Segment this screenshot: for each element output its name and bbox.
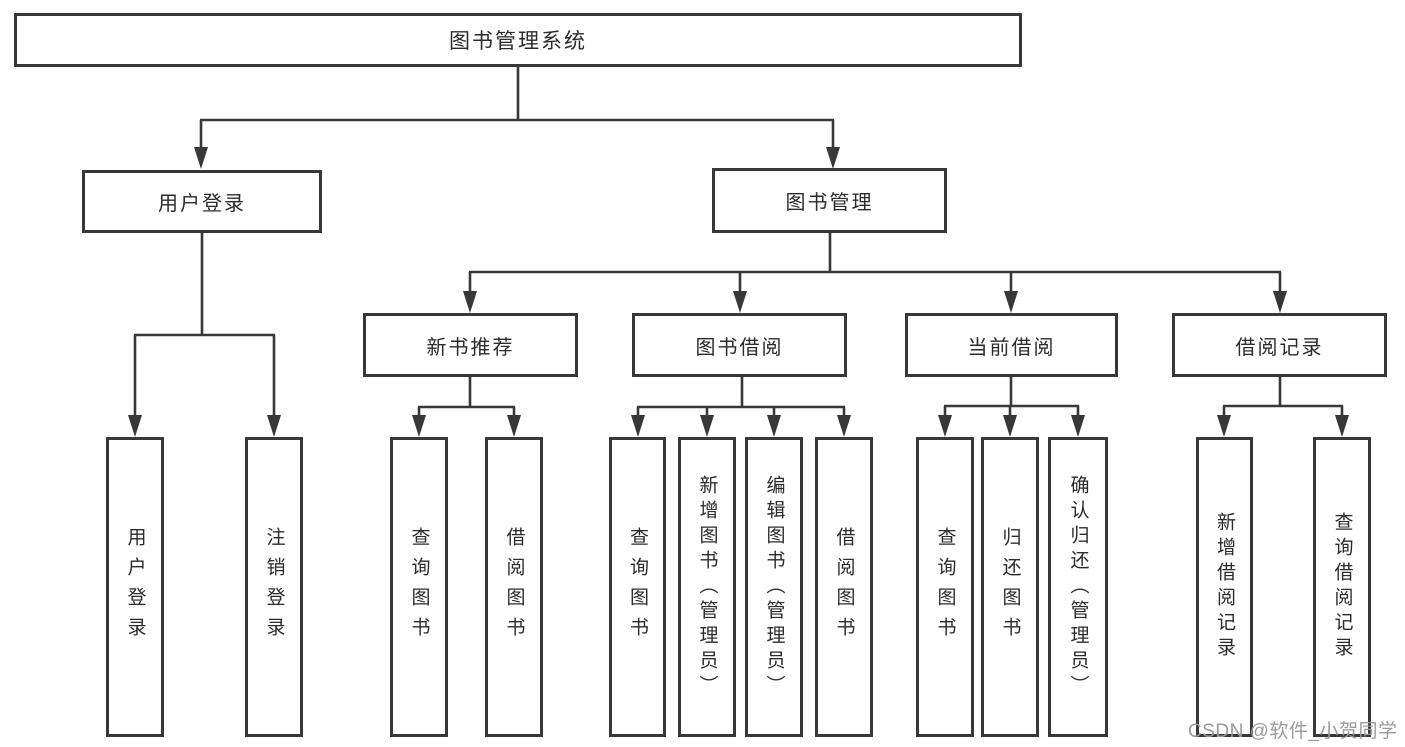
node-current-borrow: 当前借阅 — [905, 313, 1118, 377]
leaf-borrow-books: 借阅图书 — [815, 437, 873, 737]
leaf-label: 新增图书（管理员） — [696, 474, 718, 700]
node-new-book-recommend: 新书推荐 — [363, 313, 578, 377]
leaf-label: 查询图书 — [934, 527, 956, 647]
leaf-label: 借阅图书 — [503, 527, 525, 647]
leaf-confirm-return-admin: 确认归还（管理员） — [1048, 437, 1108, 737]
leaf-return-books: 归还图书 — [981, 437, 1039, 737]
leaf-add-books-admin: 新增图书（管理员） — [678, 437, 736, 737]
leaf-label: 查询图书 — [627, 527, 648, 647]
node-user-login: 用户登录 — [82, 170, 322, 233]
leaf-add-borrow-record: 新增借阅记录 — [1196, 437, 1253, 737]
leaf-label: 新增借阅记录 — [1214, 512, 1235, 662]
leaf-query-books-borrow: 查询图书 — [609, 437, 666, 737]
leaf-query-books-current: 查询图书 — [916, 437, 974, 737]
leaf-query-borrow-record: 查询借阅记录 — [1313, 437, 1371, 737]
leaf-label: 编辑图书（管理员） — [763, 474, 785, 700]
arrowheads — [128, 147, 1349, 437]
leaf-user-login: 用户登录 — [106, 437, 164, 737]
watermark: CSDN @软件_小贺同学 — [1188, 721, 1398, 742]
leaf-logout: 注销登录 — [245, 437, 303, 737]
leaf-query-books-recommend: 查询图书 — [390, 437, 448, 737]
leaf-label: 注销登录 — [263, 527, 285, 647]
leaf-label: 查询借阅记录 — [1331, 512, 1353, 662]
leaf-label: 归还图书 — [999, 527, 1021, 647]
leaf-edit-books-admin: 编辑图书（管理员） — [745, 437, 803, 737]
node-library-management-system: 图书管理系统 — [14, 13, 1022, 67]
leaf-label: 用户登录 — [124, 527, 146, 647]
leaf-borrow-books-recommend: 借阅图书 — [485, 437, 543, 737]
node-book-management: 图书管理 — [712, 168, 947, 233]
node-book-borrow: 图书借阅 — [632, 313, 847, 377]
leaf-label: 查询图书 — [408, 527, 430, 647]
leaf-label: 确认归还（管理员） — [1067, 474, 1089, 700]
node-borrow-records: 借阅记录 — [1172, 313, 1387, 377]
leaf-label: 借阅图书 — [833, 527, 855, 647]
